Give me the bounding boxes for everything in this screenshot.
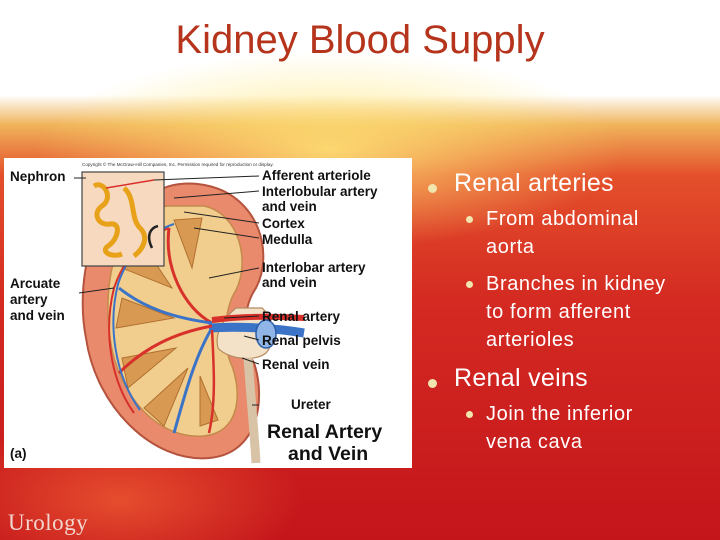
bullet-dot — [428, 379, 437, 388]
sub-bullet-dot — [466, 411, 473, 418]
figure-caption-line1: Renal Artery — [267, 421, 382, 443]
leader-lines — [74, 175, 260, 406]
figure-labels: Nephron Afferent arteriole Interlobular … — [10, 168, 382, 465]
sub-bullet-line: Join the inferior — [486, 403, 633, 425]
label-interlobular-vein: and vein — [262, 199, 317, 214]
slide-title: Kidney Blood Supply — [175, 18, 545, 62]
label-arcuate-2: artery — [10, 292, 48, 307]
nephron-arrow — [147, 224, 159, 249]
label-interlobar-vein: and vein — [262, 275, 317, 290]
sub-bullet-dot — [466, 216, 473, 223]
label-ureter: Ureter — [291, 397, 332, 412]
sub-bullet-line: From abdominal — [486, 208, 639, 230]
ureter-tube — [243, 357, 261, 464]
label-renal-artery: Renal artery — [262, 309, 341, 324]
bullet-dot — [428, 184, 437, 193]
label-afferent-arteriole: Afferent arteriole — [262, 168, 371, 183]
sub-bullet-line: vena cava — [486, 431, 583, 453]
kidney-diagram: Copyright © The McGraw-Hill Companies, I… — [10, 161, 382, 465]
copyright-text: Copyright © The McGraw-Hill Companies, I… — [82, 161, 274, 167]
nephron-loop — [122, 186, 148, 258]
figure-caption-line2: and Vein — [288, 443, 368, 465]
sub-bullet-dot — [466, 281, 473, 288]
sub-bullet-line: aorta — [486, 236, 535, 258]
label-panel-a: (a) — [10, 446, 27, 461]
sub-bullet-line: Branches in kidney — [486, 273, 666, 295]
label-nephron: Nephron — [10, 169, 66, 184]
label-cortex: Cortex — [262, 216, 305, 231]
bullet-renal-arteries: Renal arteries — [454, 169, 614, 197]
afferent-vessel — [105, 179, 155, 189]
urology-logo: Urology — [8, 510, 89, 535]
renal-vein-opening — [255, 319, 277, 349]
label-interlobular-artery: Interlobular artery — [262, 184, 378, 199]
label-medulla: Medulla — [262, 232, 313, 247]
nephron-tubule — [92, 182, 123, 258]
sub-bullet-line: to form afferent — [486, 301, 631, 323]
kidney-figure: Copyright © The McGraw-Hill Companies, I… — [4, 158, 412, 468]
label-arcuate-1: Arcuate — [10, 276, 61, 291]
bullet-renal-veins: Renal veins — [454, 364, 588, 392]
label-interlobar-artery: Interlobar artery — [262, 260, 366, 275]
sub-bullet-line: arterioles — [486, 329, 575, 351]
label-renal-pelvis: Renal pelvis — [262, 333, 341, 348]
label-arcuate-3: and vein — [10, 308, 65, 323]
label-renal-vein: Renal vein — [262, 357, 330, 372]
